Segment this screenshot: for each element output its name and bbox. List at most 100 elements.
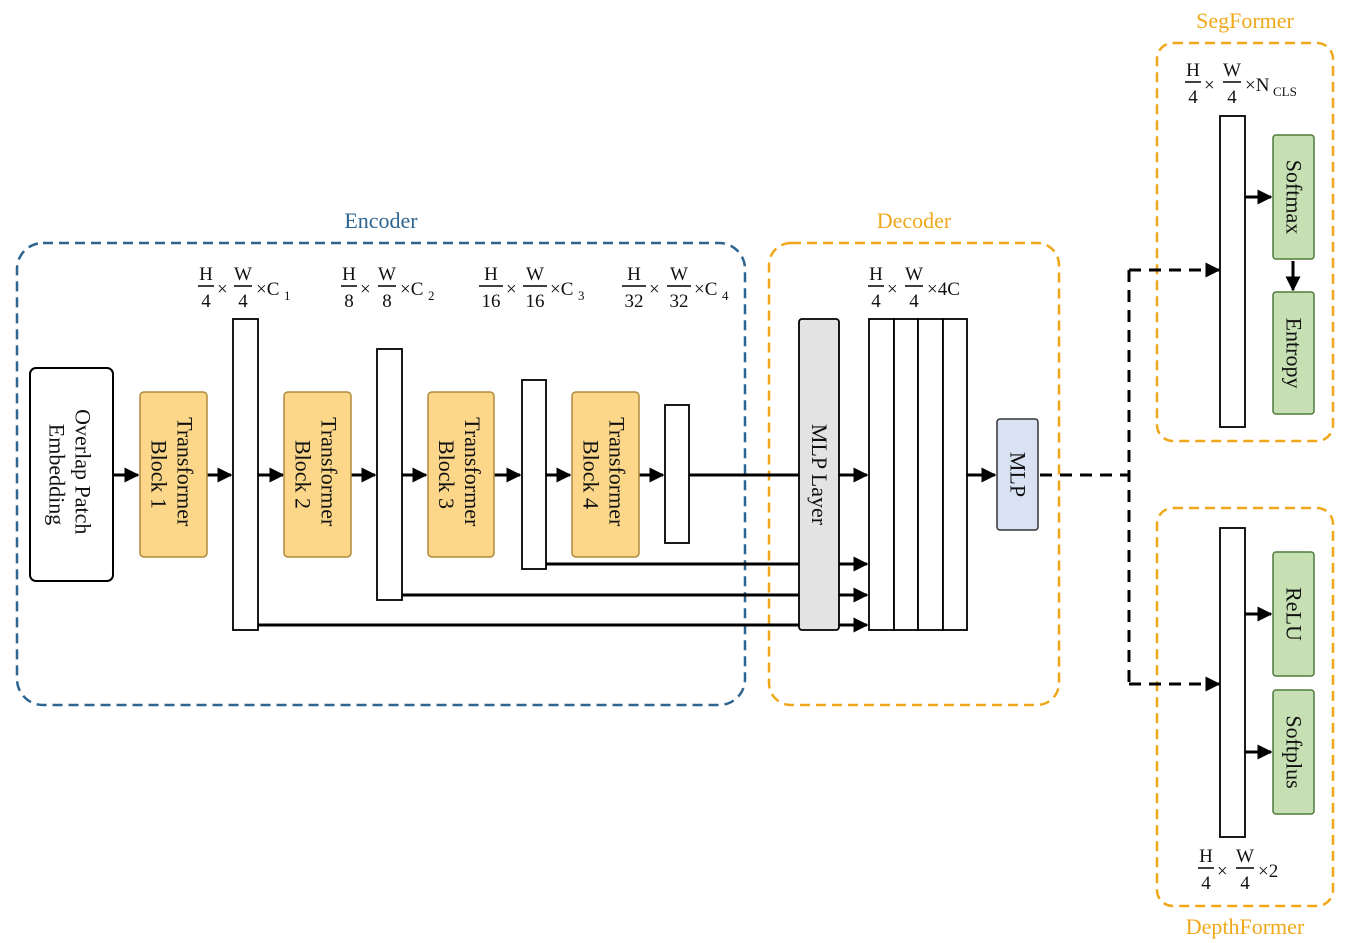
mlp-box: MLP (996, 418, 1039, 531)
dim-label-stage3: H 16 × W 16 ×C 3 (479, 264, 585, 312)
dim3-h: H (484, 264, 498, 285)
block2-label-2: Block 2 (291, 440, 316, 509)
softplus-label: Softplus (1282, 715, 1307, 788)
feature-map-3 (521, 379, 547, 570)
dimdepth-c-text: ×2 (1258, 861, 1278, 882)
feature-map-2 (376, 348, 403, 601)
svg-text:Overlap Patch Embedding: Overlap Patch Embedding (45, 409, 96, 540)
block2-label-1: Transformer (317, 417, 342, 527)
dim1-sub: 1 (284, 288, 291, 303)
dim3-w: W (526, 264, 544, 285)
svg-text:Transformer Block 1: Transformer Block 1 (147, 417, 198, 532)
dim2-sub: 2 (428, 288, 435, 303)
dimseg-h: H (1186, 60, 1200, 81)
relu-label: ReLU (1282, 587, 1307, 641)
dim2-hd: 8 (344, 291, 354, 312)
depthformer-title: DepthFormer (1186, 914, 1305, 939)
dim-label-depthformer: H 4 × W 4 ×2 (1198, 846, 1278, 894)
dimdepth-w: W (1236, 846, 1254, 867)
segformer-title: SegFormer (1196, 8, 1294, 33)
softmax-label: Softmax (1282, 160, 1307, 235)
dimdepth-h: H (1199, 846, 1213, 867)
dim-label-decoder: H 4 × W 4 ×4C (868, 264, 960, 312)
depth-output-map (1219, 527, 1246, 838)
dim2-w: W (378, 264, 396, 285)
concatenated-features (868, 318, 968, 631)
encoder-title: Encoder (344, 208, 418, 233)
dim-label-segformer: H 4 × W 4 ×N CLS (1185, 60, 1297, 108)
feature-map-1 (232, 318, 259, 631)
dim4-c-text: ×C (694, 279, 717, 300)
dimdepth-wd: 4 (1240, 873, 1250, 894)
dimseg-wd: 4 (1227, 87, 1237, 108)
softmax-box: Softmax (1272, 134, 1315, 260)
dimdec-w: W (905, 264, 923, 285)
dim2-times-a: × (360, 279, 371, 300)
decoder-title: Decoder (877, 208, 952, 233)
transformer-block-4: Transformer Block 4 (571, 391, 640, 558)
dim4-h: H (627, 264, 641, 285)
dimseg-c-text: ×N (1245, 75, 1270, 96)
dim3-wd: 16 (526, 291, 545, 312)
concat-feature-3 (917, 318, 944, 631)
dimdec-h: H (869, 264, 883, 285)
dimdec-wd: 4 (909, 291, 919, 312)
svg-text:Transformer Block 3: Transformer Block 3 (434, 417, 485, 532)
dim3-times-a: × (506, 279, 517, 300)
block1-label-1: Transformer (173, 417, 198, 527)
mlp-label: MLP (1006, 452, 1031, 497)
softplus-box: Softplus (1272, 689, 1315, 815)
dim1-times-a: × (217, 279, 228, 300)
dim2-wd: 8 (382, 291, 392, 312)
svg-text:Transformer Block 2: Transformer Block 2 (291, 417, 342, 532)
entropy-box: Entropy (1272, 291, 1315, 415)
patch-embedding-label-2: Embedding (45, 424, 70, 525)
concat-feature-1 (868, 318, 895, 631)
relu-box: ReLU (1272, 551, 1315, 677)
patch-embedding-label-1: Overlap Patch (71, 409, 96, 534)
dim1-w: W (234, 264, 252, 285)
block3-label-1: Transformer (460, 417, 485, 527)
segformer-group (1155, 41, 1335, 443)
dimdepth-hd: 4 (1201, 873, 1211, 894)
feature-map-4 (664, 404, 690, 544)
dimseg-times-a: × (1204, 75, 1215, 96)
dimdec-hd: 4 (871, 291, 881, 312)
dim4-wd: 32 (670, 291, 689, 312)
concat-feature-2 (893, 318, 919, 631)
dim4-times-a: × (649, 279, 660, 300)
block4-label-1: Transformer (605, 417, 630, 527)
seg-output-map (1219, 115, 1246, 428)
dim3-hd: 16 (482, 291, 501, 312)
dim1-c-text: ×C (256, 279, 279, 300)
dim3-sub: 3 (578, 288, 585, 303)
dimseg-w: W (1223, 60, 1241, 81)
dim-label-stage4: H 32 × W 32 ×C 4 (622, 264, 729, 312)
dim3-c-text: ×C (550, 279, 573, 300)
transformer-block-3: Transformer Block 3 (427, 391, 495, 558)
dim4-w: W (670, 264, 688, 285)
dim2-c-text: ×C (400, 279, 423, 300)
dim-label-stage2: H 8 × W 8 ×C 2 (341, 264, 435, 312)
dim-label-stage1: H 4 × W 4 ×C 1 (198, 264, 291, 312)
dim1-h: H (199, 264, 213, 285)
dimseg-sub: CLS (1273, 84, 1297, 99)
depthformer-group (1155, 506, 1335, 908)
block4-label-2: Block 4 (579, 440, 604, 509)
entropy-label: Entropy (1282, 318, 1307, 389)
mlp-layer-label: MLP Layer (807, 424, 832, 526)
dimdec-times-a: × (887, 279, 898, 300)
mlp-layer-box: MLP Layer (798, 318, 840, 631)
concat-feature-4 (942, 318, 968, 631)
transformer-block-2: Transformer Block 2 (283, 391, 352, 558)
transformer-block-1: Transformer Block 1 (139, 391, 208, 558)
dim4-sub: 4 (722, 288, 729, 303)
dim2-h: H (342, 264, 356, 285)
block3-label-2: Block 3 (434, 440, 459, 509)
dim4-hd: 32 (625, 291, 644, 312)
dim1-hd: 4 (201, 291, 211, 312)
svg-text:Transformer Block 4: Transformer Block 4 (579, 417, 630, 532)
dimseg-hd: 4 (1188, 87, 1198, 108)
patch-embedding-box: Overlap Patch Embedding (29, 367, 114, 582)
